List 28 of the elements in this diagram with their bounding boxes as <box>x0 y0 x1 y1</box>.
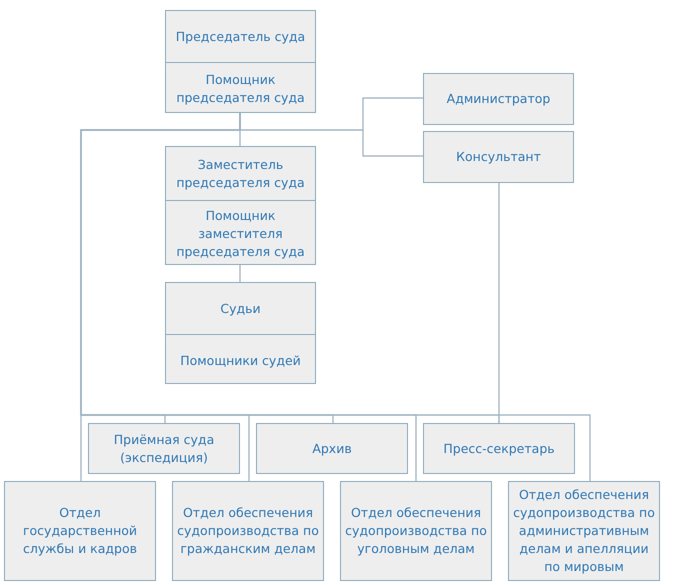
box-label: Помощники судей <box>179 352 302 370</box>
connector-line <box>239 265 241 282</box>
box-label: Отдел обеспечения судопроизводства по гражданским делам <box>176 504 320 558</box>
box-label: Администратор <box>446 90 552 108</box>
box-label: Отдел государственной службы и кадров <box>22 504 138 558</box>
box-label: Архив <box>311 440 353 458</box>
box-label: Отдел обеспечения судопроизводства по административным делам и апелляции по мировым <box>512 486 656 576</box>
box-label: Помощник председателя суда <box>175 71 306 107</box>
org-box <box>165 146 316 265</box>
box-label: Председатель суда <box>174 28 306 46</box>
org-box <box>423 131 574 183</box>
box-label: Помощник заместителя председателя суда <box>175 207 306 261</box>
box-label: Пресс-секретарь <box>442 440 556 458</box>
org-box <box>423 73 574 125</box>
box-label: Отдел обеспечения судопроизводства по уголовным делам <box>344 504 488 558</box>
org-box <box>165 10 316 113</box>
box-label: Приёмная суда (экспедиция) <box>112 430 216 466</box>
box-label: Судьи <box>219 300 262 318</box>
org-box <box>256 423 408 474</box>
org-box <box>340 481 492 581</box>
org-box <box>172 481 324 581</box>
org-box <box>4 481 156 581</box>
org-box <box>165 282 316 384</box>
box-label: Заместитель председателя суда <box>175 156 306 192</box>
connector-line <box>498 183 500 423</box>
box-label: Консультант <box>455 148 542 166</box>
org-box <box>423 423 575 474</box>
org-box <box>88 423 240 474</box>
